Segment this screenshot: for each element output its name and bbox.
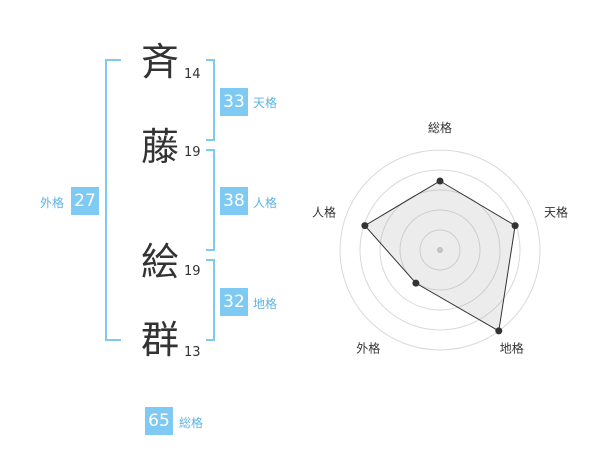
radar-point-4 xyxy=(412,279,420,287)
tenkaku-bracket xyxy=(206,59,215,141)
gaikaku-value: 27 xyxy=(71,187,99,215)
tenkaku-label: 天格 xyxy=(253,96,278,110)
soukaku-value: 65 xyxy=(145,407,173,435)
jinkaku-label: 人格 xyxy=(253,196,278,210)
radar-point-3 xyxy=(495,327,503,335)
radar-axis-label-4: 外格 xyxy=(356,341,380,356)
stroke-count-4: 13 xyxy=(184,345,201,360)
radar-point-1 xyxy=(436,177,444,185)
tenkaku-value: 33 xyxy=(220,88,248,116)
name-char-1: 斉 xyxy=(140,40,179,84)
radar-center xyxy=(437,247,443,253)
chikaku-value: 32 xyxy=(220,288,248,316)
radar-point-2 xyxy=(511,222,519,230)
gaikaku-label: 外格 xyxy=(40,196,65,210)
radar-point-5 xyxy=(361,222,369,230)
chikaku-bracket xyxy=(206,259,215,341)
stroke-count-1: 14 xyxy=(184,67,201,82)
radar-axis-label-3: 地格 xyxy=(500,341,524,356)
radar-rings xyxy=(339,149,541,351)
radar-series-polygon xyxy=(364,180,516,332)
radar-axis-label-2: 天格 xyxy=(544,204,568,219)
chikaku-label: 地格 xyxy=(253,297,278,311)
radar-points xyxy=(361,177,519,335)
jinkaku-value: 38 xyxy=(220,187,248,215)
jinkaku-bracket xyxy=(206,149,215,251)
name-char-3: 絵 xyxy=(140,240,179,284)
stroke-count-2: 19 xyxy=(184,145,201,160)
name-char-4: 群 xyxy=(140,318,179,362)
soukaku-label: 総格 xyxy=(179,416,204,430)
gaikaku-bracket xyxy=(105,59,121,341)
name-char-2: 藤 xyxy=(140,125,179,169)
radar-polygon xyxy=(364,180,516,332)
radar-axis-label-5: 人格 xyxy=(312,204,336,219)
stroke-count-3: 19 xyxy=(184,264,201,279)
radar-axis-label-1: 総格 xyxy=(428,120,452,135)
